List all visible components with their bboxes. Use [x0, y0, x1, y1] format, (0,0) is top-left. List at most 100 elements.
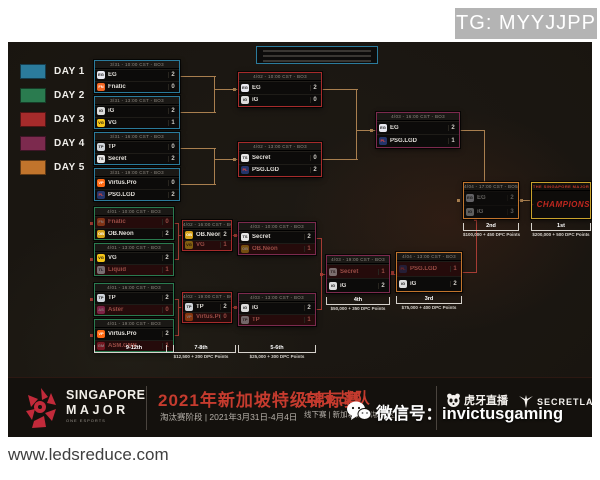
connector-line	[484, 130, 485, 182]
team-name: PSG.LGD	[252, 167, 280, 174]
connector-node	[520, 199, 523, 202]
connector-line	[460, 130, 484, 131]
team-name: TP	[196, 303, 204, 310]
connector-line	[180, 112, 216, 113]
team-name: Virtus.Pro	[196, 314, 220, 321]
ig-logo-icon: iG	[399, 280, 407, 288]
day-legend-label: DAY 2	[54, 90, 85, 101]
team-score: 1	[304, 245, 313, 252]
eg-logo-icon: EG	[379, 124, 387, 132]
team-score: 0	[168, 144, 177, 151]
secretlab-label: SECRETLAB	[537, 397, 592, 407]
match-schedule-header: 4/03 - 16:00 CST - BO3	[377, 113, 459, 121]
virtus-pro-logo-icon: VP	[97, 179, 105, 188]
team-name: PSG.LGD	[410, 266, 438, 272]
team-score: 2	[168, 191, 177, 198]
team-score: 2	[378, 282, 387, 289]
connector-node	[234, 234, 237, 237]
match-schedule-header: 4/02 - 16:00 CST - BO3	[183, 221, 231, 229]
connector-line	[214, 148, 215, 185]
brand-sub: ONE ESPORTS	[66, 418, 106, 423]
connector-line	[316, 238, 322, 239]
team-name: EG	[477, 195, 486, 202]
team-name: ASM.GMB	[108, 342, 137, 349]
footer-divider-1	[146, 386, 147, 430]
secret-logo-icon: TS	[241, 233, 249, 242]
connector-node	[233, 158, 236, 161]
champion-header: THE SINGAPORE MAJOR	[532, 183, 590, 191]
eg-logo-icon: EG	[241, 83, 249, 92]
team-name: TP	[252, 316, 260, 323]
placement-prize: $200,000 + 500 DPC Points	[532, 232, 590, 237]
team-score: 2	[310, 167, 319, 174]
day-legend-label: DAY 3	[54, 114, 85, 125]
ig-logo-icon: iG	[466, 207, 474, 216]
site-watermark: www.ledsreduce.com	[8, 445, 169, 464]
champion-body: CHAMPIONS	[532, 191, 590, 218]
secret-logo-icon: TS	[241, 153, 249, 162]
tp-logo-icon: TP	[97, 294, 105, 303]
team-score: 2	[162, 255, 171, 262]
placement-prize: $50,000 + 350 DPC Points	[330, 306, 386, 311]
team-score: 0	[162, 219, 171, 226]
match-schedule-header: 4/01 - 10:00 CST - BO3	[95, 208, 173, 216]
team-name: TP	[108, 295, 116, 302]
connector-line	[178, 223, 179, 260]
virtus-pro-logo-icon: VP	[97, 330, 105, 339]
eg-logo-icon: EG	[97, 71, 105, 80]
team-score: 0	[310, 97, 319, 104]
champion-label: CHAMPIONS	[536, 200, 590, 209]
day-legend-chip	[20, 136, 46, 151]
team-name: OB.Neon	[108, 230, 134, 237]
asm-gmb-logo-icon: GM	[97, 341, 105, 350]
placement-label: 4th	[326, 297, 390, 305]
connector-line	[180, 148, 216, 149]
team-name: Virtus.Pro	[108, 180, 137, 187]
liquid-logo-icon: TL	[97, 265, 105, 274]
connector-line	[356, 130, 376, 131]
team-name: VG	[108, 119, 117, 126]
match-schedule-header: 4/04 - 13:00 CST - BO3	[397, 253, 461, 261]
connector-node	[391, 271, 394, 274]
placement-label: 7-8th	[166, 345, 236, 353]
placement-prize: $75,000 + 400 DPC Points	[401, 305, 457, 310]
connector-line	[322, 89, 358, 90]
team-name: Liquid	[108, 266, 126, 273]
placement-p2: 2nd$100,000 + 450 DPC Points	[463, 223, 520, 237]
team-score: 0	[220, 314, 229, 321]
connector-node	[474, 218, 477, 221]
sponsor-secretlab: SECRETLAB	[518, 394, 592, 410]
day-legend-chip	[20, 160, 46, 175]
connector-line	[462, 272, 476, 273]
team-name: iG	[340, 282, 347, 289]
footer-bar: SINGAPORE MAJOR ONE ESPORTS 2021年新加坡特级锦标…	[8, 377, 592, 437]
team-name: iG	[108, 108, 115, 115]
team-name: Aster	[108, 306, 124, 313]
day-legend-label: DAY 1	[54, 66, 85, 77]
connector-line	[178, 307, 182, 308]
placement-p4: 4th$50,000 + 350 DPC Points	[326, 297, 390, 311]
team-name: Fnatic	[108, 83, 126, 90]
match-schedule-header: 3/31 - 16:00 CST - BO3	[95, 133, 179, 141]
team-score: 2	[507, 195, 516, 202]
team-name: VG	[108, 255, 117, 262]
match-schedule-header: 4/01 - 19:00 CST - BO3	[95, 320, 173, 328]
